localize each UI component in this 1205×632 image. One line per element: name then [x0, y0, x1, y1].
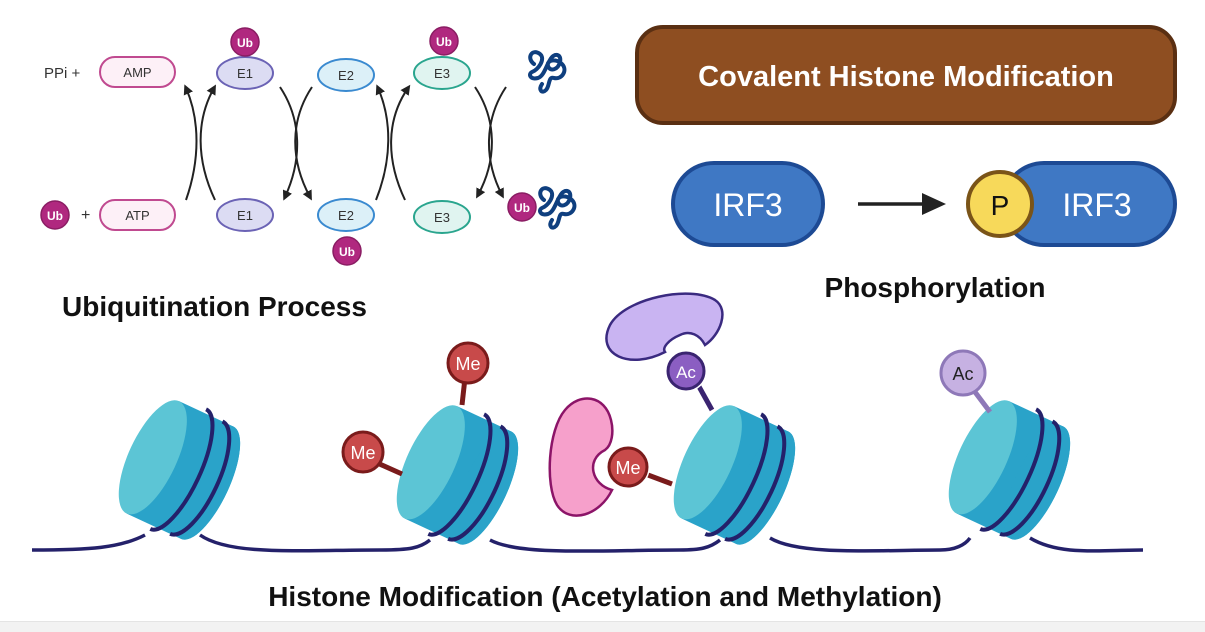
- e1-top-node: E1: [216, 56, 274, 90]
- ub-on-e1: Ub: [230, 27, 260, 57]
- ub-label: Ub: [339, 245, 355, 259]
- e2-top-label: E2: [338, 68, 354, 83]
- histone-core-face: [118, 400, 187, 515]
- e1-top-label: E1: [237, 66, 253, 81]
- ub-on-e3: Ub: [429, 26, 459, 56]
- atp-label: ATP: [125, 208, 149, 223]
- ac-label: Ac: [676, 363, 696, 382]
- dna-wrap: [979, 407, 1045, 532]
- e1-bottom-label: E1: [237, 208, 253, 223]
- histone-core-face: [673, 405, 742, 520]
- arrow-down-icon: [294, 86, 313, 201]
- me-label: Me: [615, 458, 640, 478]
- nucleosome: [118, 400, 241, 540]
- ub-on-protein: Ub: [507, 192, 537, 222]
- me-label: Me: [350, 443, 375, 463]
- irf3-product: IRF3: [1001, 161, 1177, 247]
- acetyl-mark-free: Ac: [939, 349, 992, 414]
- nucleosome: [948, 400, 1071, 540]
- atp-node: ATP: [99, 199, 176, 231]
- me-label: Me: [455, 354, 480, 374]
- dna-wrap: [149, 407, 215, 532]
- nucleosome: [673, 405, 796, 545]
- e3-bottom-label: E3: [434, 210, 450, 225]
- arrow-up-icon: [390, 84, 411, 201]
- histone-core-face: [948, 400, 1017, 515]
- dna-wrap: [427, 412, 493, 537]
- e3-top-node: E3: [413, 56, 471, 90]
- methyl-mark-bound: Me: [606, 445, 673, 489]
- nucleosome: [396, 405, 519, 545]
- histone-core-back: [729, 430, 796, 545]
- ubiquitination-panel: PPi + AMP E1 Ub E2 E3 Ub Ub: [40, 26, 577, 322]
- reaction-arrows: [183, 84, 507, 201]
- e1-bottom-node: E1: [216, 198, 274, 232]
- irf3-substrate-label: IRF3: [713, 187, 782, 223]
- arrow-up-icon: [375, 84, 390, 201]
- phosphate-group: P: [966, 170, 1034, 238]
- ub-label: Ub: [237, 36, 253, 50]
- irf3-substrate: IRF3: [671, 161, 825, 247]
- ubiquitinated-protein-icon: [538, 186, 577, 230]
- arrow-up-icon: [199, 84, 216, 201]
- ub-on-e2: Ub: [332, 236, 362, 266]
- e2-bottom-label: E2: [338, 208, 354, 223]
- arrow-down-icon: [474, 86, 493, 199]
- e3-bottom-node: E3: [413, 200, 471, 234]
- histone-core-back: [174, 425, 241, 540]
- dna-wrap: [704, 412, 770, 537]
- irf3-product-label: IRF3: [1062, 187, 1131, 223]
- acetyl-mark-bound: Ac: [665, 350, 715, 412]
- dna-wrap: [724, 424, 787, 542]
- ac-label: Ac: [952, 364, 973, 384]
- dna-strand: [31, 533, 1144, 553]
- arrow-up-icon: [183, 84, 198, 201]
- e2-top-node: E2: [317, 58, 375, 92]
- reaction-arrow-icon: [858, 193, 946, 215]
- plus-label: +: [81, 207, 90, 224]
- histone-title: Histone Modification (Acetylation and Me…: [268, 581, 942, 612]
- ub-free: Ub: [40, 200, 70, 230]
- phosphate-label: P: [991, 190, 1010, 221]
- arrow-down-icon: [279, 86, 299, 201]
- histone-core-back: [1004, 425, 1071, 540]
- ubiquitination-title: Ubiquitination Process: [62, 291, 367, 322]
- ub-label: Ub: [514, 201, 530, 215]
- substrate-protein-icon: [528, 50, 567, 94]
- histone-core-back: [452, 430, 519, 545]
- dna-wrap: [999, 419, 1062, 537]
- ppi-plus-label: PPi +: [44, 65, 81, 82]
- amp-label: AMP: [123, 65, 151, 80]
- methyl-mark-top: Me: [446, 341, 490, 406]
- page-bottom-strip: [0, 621, 1205, 632]
- histone-core-face: [396, 405, 465, 520]
- ub-label: Ub: [436, 35, 452, 49]
- dna-wrap: [169, 419, 232, 537]
- e2-bottom-node: E2: [317, 198, 375, 232]
- phosphorylation-title: Phosphorylation: [825, 272, 1046, 303]
- e3-top-label: E3: [434, 66, 450, 81]
- histone-panel: Me Me Ac Me Ac: [31, 292, 1144, 612]
- ub-label: Ub: [47, 209, 63, 223]
- methyl-mark-side: Me: [341, 430, 404, 477]
- acetyl-reader-protein: [605, 292, 724, 361]
- arrow-down-icon: [487, 86, 507, 199]
- phosphorylation-panel: IRF3 IRF3 P Phosphorylation: [671, 161, 1177, 303]
- dna-wrap: [447, 424, 510, 542]
- header-title: Covalent Histone Modification: [698, 61, 1114, 93]
- covalent-modification-header: Covalent Histone Modification: [635, 25, 1177, 125]
- methyl-reader-protein: [548, 397, 614, 517]
- amp-node: AMP: [99, 56, 176, 88]
